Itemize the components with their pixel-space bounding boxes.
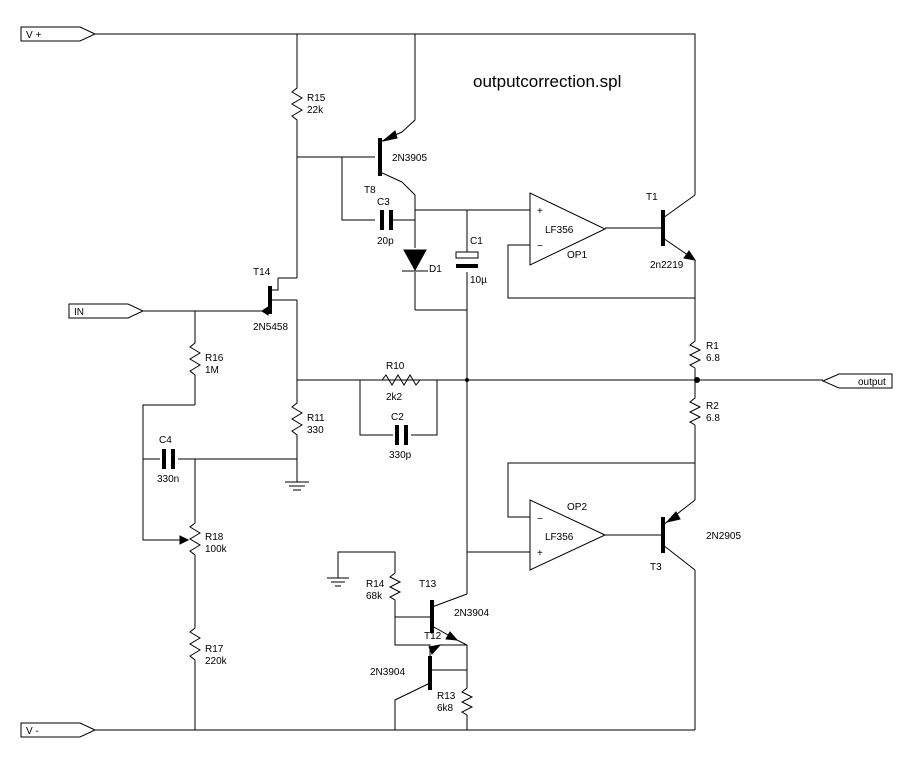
resistor-r17: R17 220k [189,620,228,668]
junctions [465,377,700,383]
t8-name: T8 [364,185,376,196]
opamp-op2: − + LF356 OP2 [529,499,607,571]
capacitor-c4: C4 330n [157,435,179,485]
transistor-t8: 2N3905 T8 [364,130,427,196]
t13-model: 2N3904 [454,608,489,619]
port-in-label: IN [74,307,84,318]
op2-minus: − [537,514,543,525]
resistor-r2: R2 6.8 [688,392,720,426]
r2-value: 6.8 [706,413,720,424]
resistor-r13: R13 6k8 [437,682,474,718]
t12-name: T12 [424,631,442,642]
c2-value: 330p [389,450,412,461]
resistor-r1: R1 6.8 [688,335,720,369]
resistor-r18: R18 100k [189,515,228,563]
c1-value: 10µ [470,275,487,286]
t1-name: T1 [646,192,658,203]
r14-name: R14 [366,579,385,590]
t1-model: 2n2219 [650,260,684,271]
c4-value: 330n [157,474,179,485]
capacitor-c2: C2 330p [389,412,412,461]
t14-model: 2N5458 [253,322,288,333]
r13-name: R13 [437,691,456,702]
r1-value: 6.8 [706,353,720,364]
resistor-r11: R11 330 [291,395,325,440]
c2-name: C2 [391,412,404,423]
transistor-t1: T1 2n2219 [646,192,697,271]
t14-name: T14 [253,267,271,278]
r16-value: 1M [205,365,219,376]
op1-plus: + [537,206,543,217]
port-in: IN [68,303,145,319]
r1-name: R1 [706,341,719,352]
opamp-op1: + − LF356 OP1 [529,192,607,266]
c3-value: 20p [377,236,394,247]
port-vminus: V - [20,722,97,738]
r15-value: 22k [307,105,324,116]
op1-model: LF356 [545,225,574,236]
op2-name: OP2 [567,502,587,513]
port-vplus-label: V + [26,30,41,41]
resistor-r15: R15 22k [291,80,326,128]
op1-name: OP1 [567,250,587,261]
capacitor-c3: C3 20p [377,197,394,247]
r17-name: R17 [205,644,224,655]
transistor-t3: 2N2905 T3 [650,499,741,573]
capacitor-c1: C1 10µ [455,236,487,286]
d1-name: D1 [429,264,442,275]
t3-model: 2N2905 [706,531,741,542]
t13-name: T13 [419,579,437,590]
t3-name: T3 [650,562,662,573]
c3-name: C3 [377,197,390,208]
r16-name: R16 [205,353,224,364]
r2-name: R2 [706,401,719,412]
transistor-t14: T14 2N5458 [253,267,288,333]
r11-name: R11 [307,413,325,424]
transistor-t12: T12 2N3904 [370,631,442,690]
r14-value: 68k [366,591,383,602]
resistor-r16: R16 1M [189,335,224,383]
op2-plus: + [537,548,543,559]
resistor-r10: R10 2k2 [375,361,427,403]
r18-name: R18 [205,532,224,543]
c4-name: C4 [159,435,172,446]
port-vminus-label: V - [26,726,39,737]
diode-d1: D1 [402,249,442,275]
op1-minus: − [537,241,543,252]
op2-model: LF356 [545,532,574,543]
transistor-t13: T13 2N3904 [419,579,489,641]
schematic-title: outputcorrection.spl [473,72,621,91]
resistor-r14: R14 68k [366,567,402,603]
r13-value: 6k8 [437,703,454,714]
port-vplus: V + [20,26,97,42]
t8-model: 2N3905 [392,153,427,164]
t12-model: 2N3904 [370,667,405,678]
wires [95,33,823,731]
r10-value: 2k2 [386,392,403,403]
r10-name: R10 [386,361,405,372]
port-output: output [821,373,893,389]
c1-name: C1 [470,236,483,247]
r15-name: R15 [307,93,326,104]
port-output-label: output [858,377,886,388]
r11-value: 330 [307,425,324,436]
r17-value: 220k [205,656,228,667]
r18-value: 100k [205,544,228,555]
